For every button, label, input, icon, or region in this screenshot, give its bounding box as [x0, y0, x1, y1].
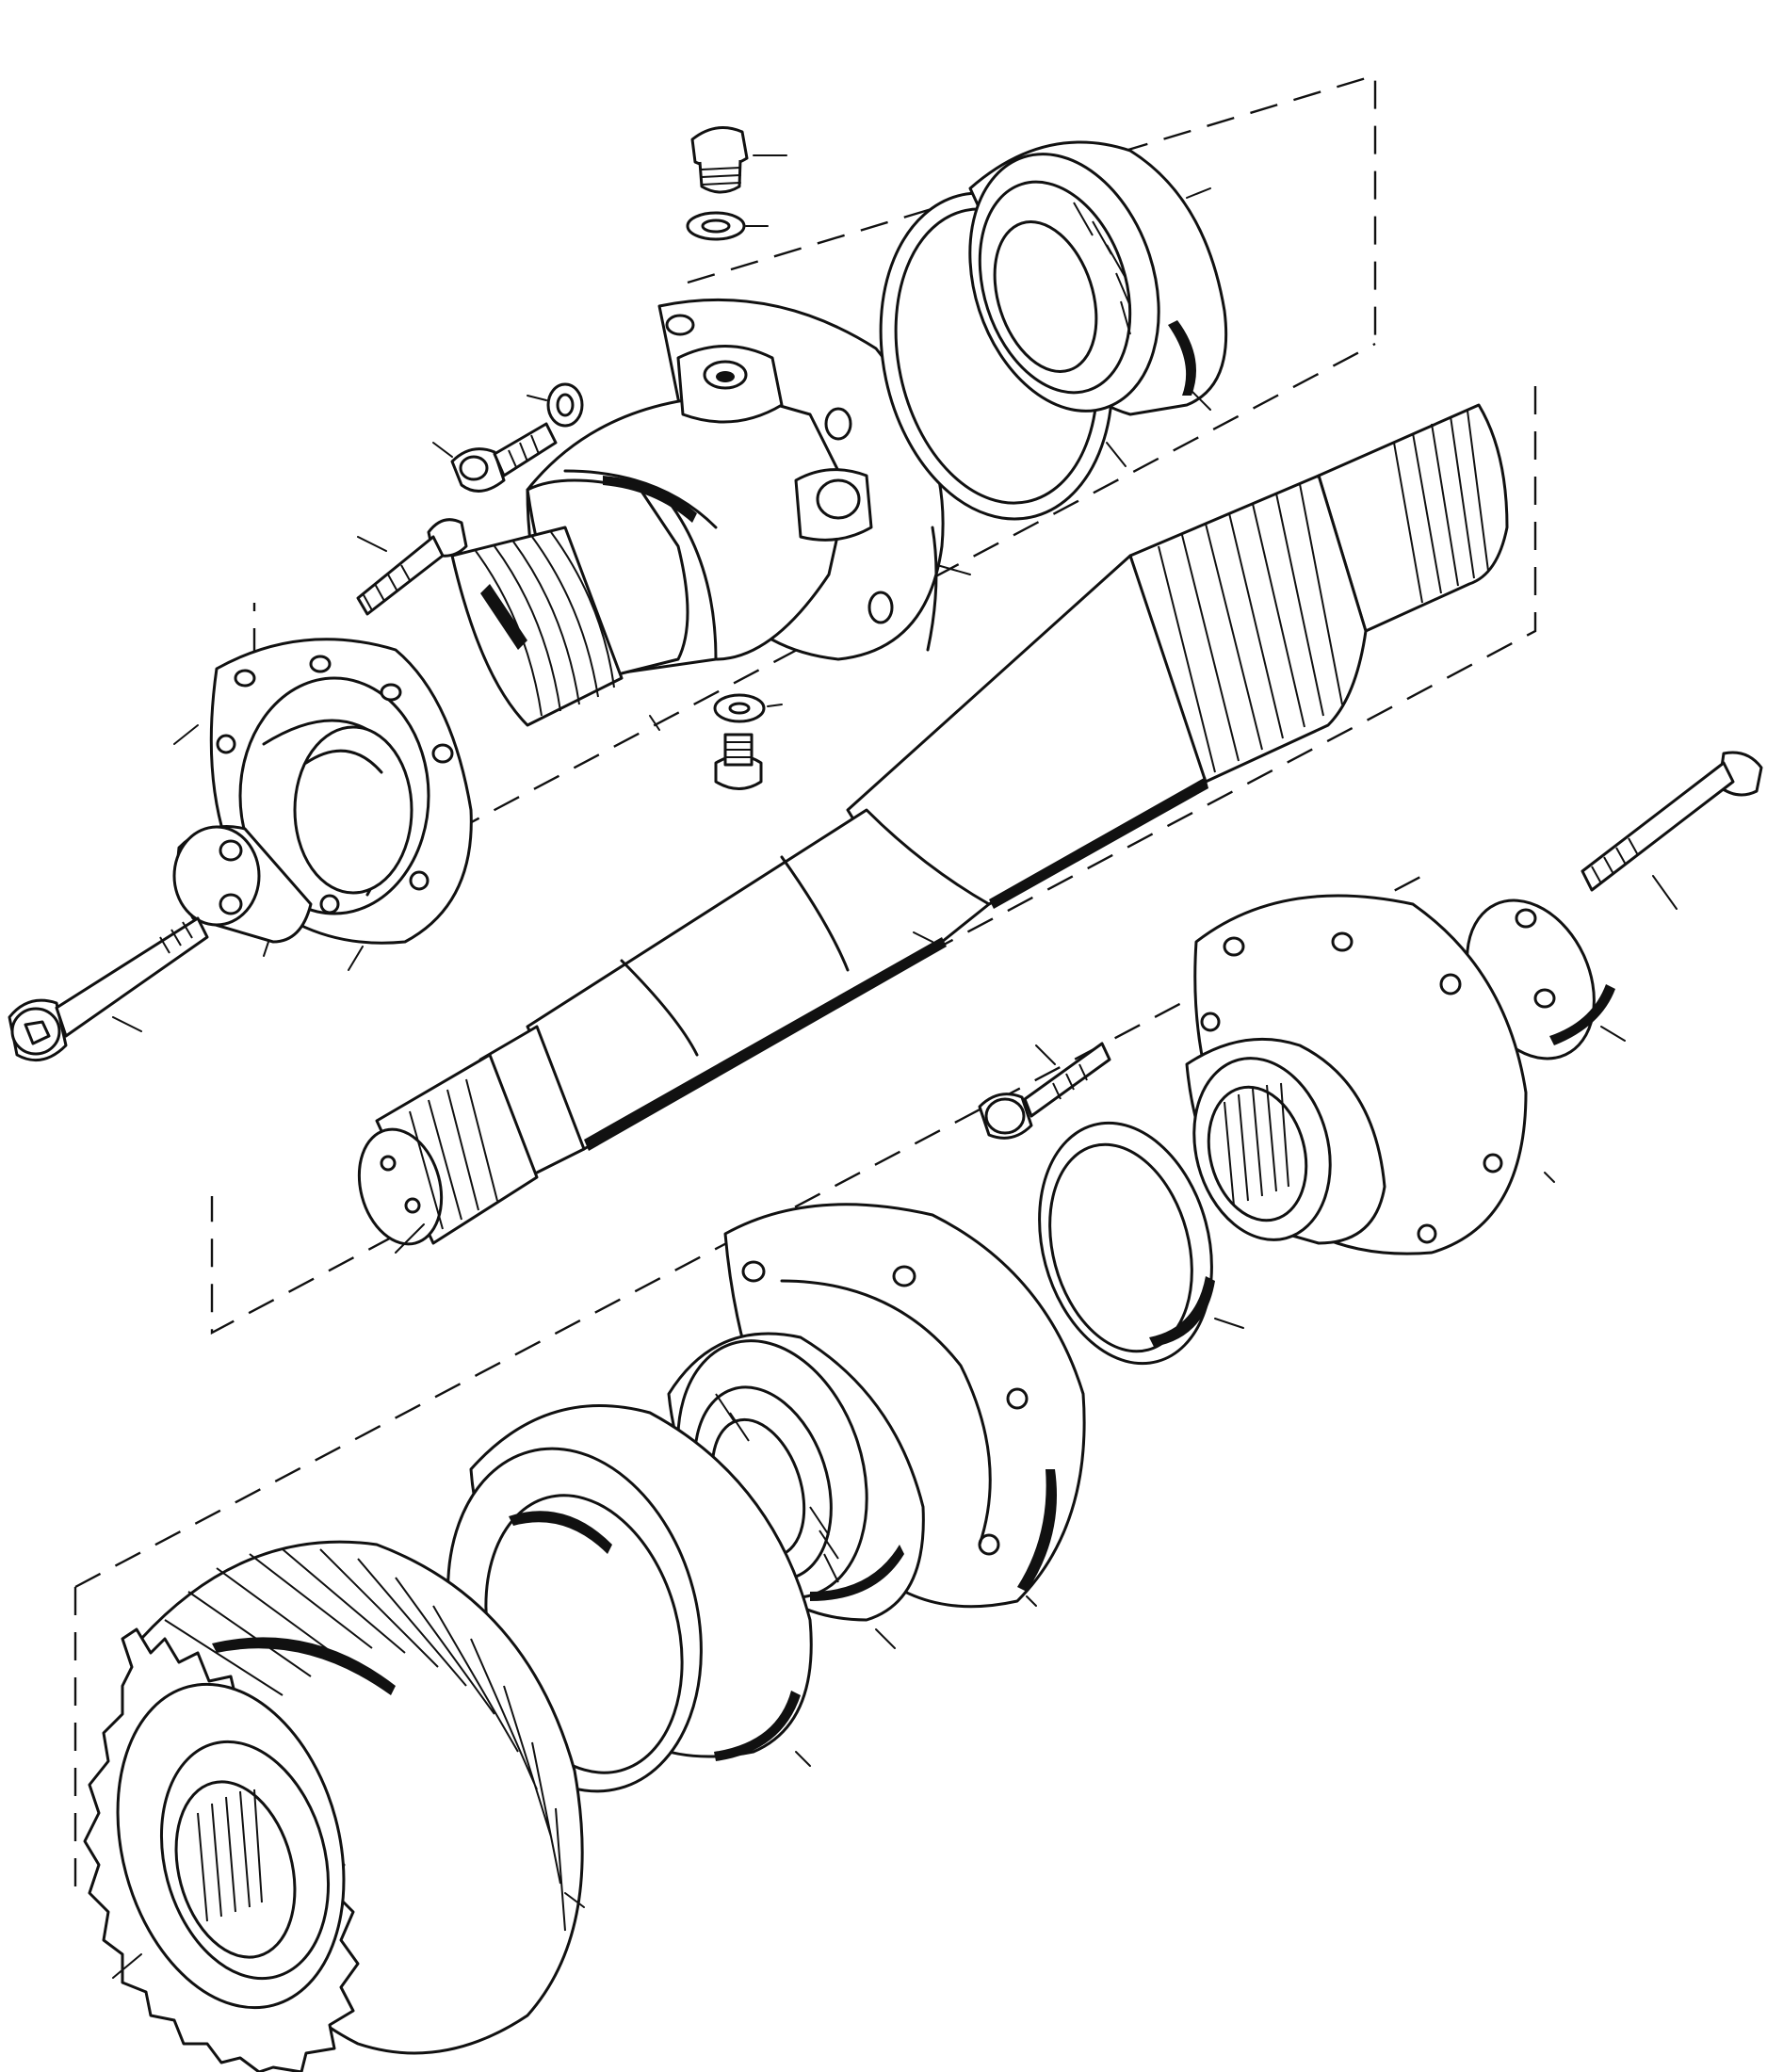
retainer-plate [172, 825, 313, 957]
rear-bolt-small [978, 1042, 1111, 1140]
cap-screw [432, 422, 558, 493]
rear-seal [1038, 1121, 1244, 1366]
bottom-washer [713, 693, 783, 723]
gear [83, 1540, 585, 2072]
bottom-bolt [714, 733, 763, 790]
bolt [356, 518, 468, 616]
housing [450, 298, 971, 731]
rear-bolt [1581, 751, 1763, 910]
plug [690, 126, 787, 194]
bearing-cup [968, 140, 1228, 416]
flange [173, 638, 473, 971]
mainshaft [357, 403, 1509, 1254]
rear-flange [1185, 894, 1555, 1255]
long-cap-screw [8, 916, 209, 1062]
lock-washer [527, 382, 584, 428]
washer [686, 211, 769, 241]
